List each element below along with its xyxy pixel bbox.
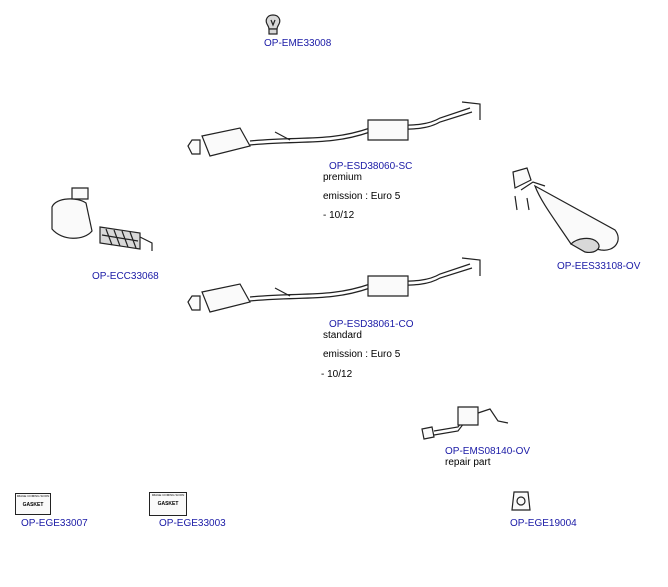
part-code-ege33007[interactable]: OP-EGE33007 (21, 518, 88, 529)
gasket-title-7: IMAGE COMING SOON (16, 494, 50, 498)
part-code-ege19004[interactable]: OP-EGE19004 (510, 518, 577, 529)
part-code-ege33003[interactable]: OP-EGE33003 (159, 518, 226, 529)
note-esd-co-2: emission : Euro 5 (323, 349, 401, 360)
gasket-image-ege33007[interactable]: IMAGE COMING SOON GASKET (15, 493, 51, 515)
gasket-image-ege33003[interactable]: IMAGE COMING SOON GASKET (149, 492, 187, 516)
exhaust-pipe-premium[interactable] (180, 96, 490, 160)
note-esd-co-1: standard (323, 330, 362, 341)
gasket-title-3: IMAGE COMING SOON (151, 493, 185, 497)
note-esd-sc-2: emission : Euro 5 (323, 191, 401, 202)
gasket-label-7: GASKET (22, 502, 44, 508)
note-esd-sc-3: - 10/12 (323, 210, 355, 221)
note-esd-sc-1: premium (323, 172, 362, 183)
repair-part-ems[interactable] (418, 403, 528, 443)
gasket-image-ege19004[interactable] (510, 490, 532, 514)
part-code-ecc[interactable]: OP-ECC33068 (92, 271, 159, 282)
part-code-ees[interactable]: OP-EES33108-OV (557, 261, 641, 272)
note-esd-co-3: - 10/12 (321, 369, 353, 380)
part-code-esd-sc[interactable]: OP-ESD38060-SC (329, 161, 413, 172)
catalytic-converter-ecc[interactable] (42, 185, 160, 267)
part-code-bulb[interactable]: OP-EME33008 (264, 38, 332, 49)
exhaust-pipe-standard[interactable] (180, 252, 490, 316)
part-code-esd-co[interactable]: OP-ESD38061-CO (329, 319, 414, 330)
rear-silencer-ees[interactable] (505, 160, 635, 258)
note-ems-1: repair part (445, 457, 491, 468)
gasket-label-3: GASKET (157, 501, 179, 507)
part-code-ems[interactable]: OP-EMS08140-OV (445, 446, 531, 457)
bulb-icon[interactable] (264, 14, 282, 36)
